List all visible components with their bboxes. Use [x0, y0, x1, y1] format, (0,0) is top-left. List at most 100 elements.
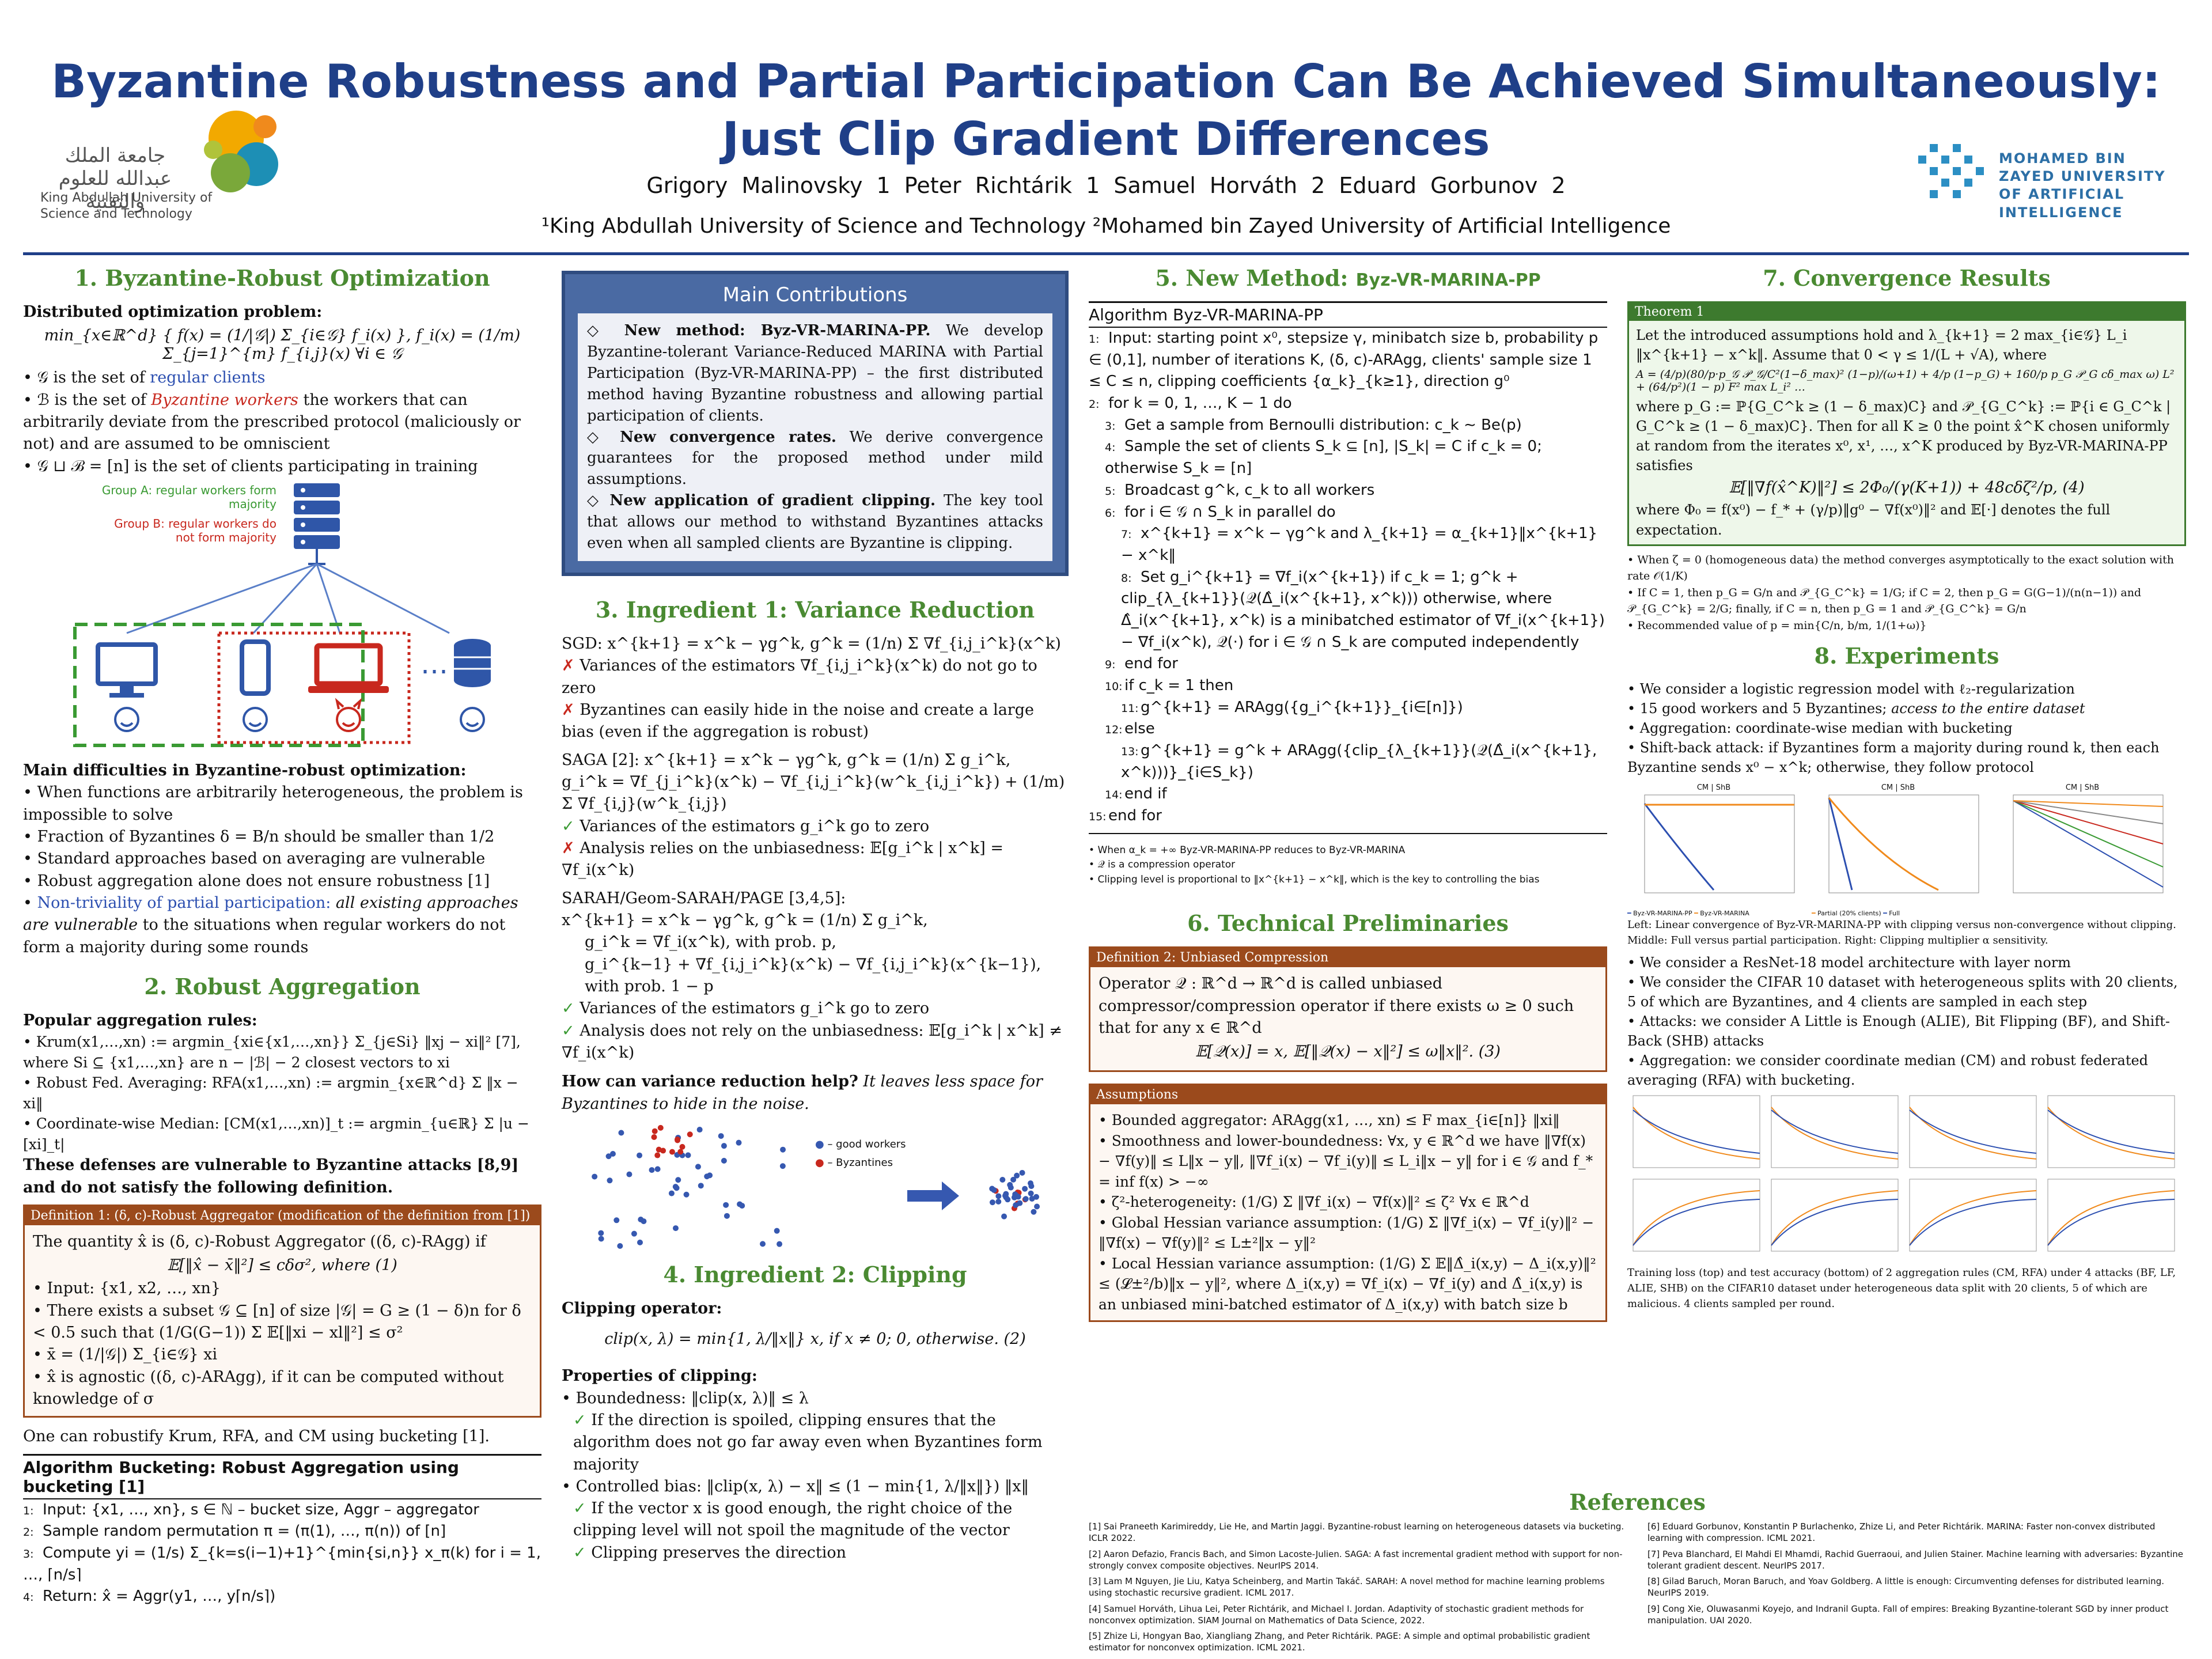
saga-con: ✗ Analysis relies on the unbiasedness: 𝔼… [562, 839, 1004, 880]
assumption-4-text: Global Hessian variance assumption: (1/G… [1099, 1214, 1594, 1252]
experiment-2-text: 15 good workers and 5 Byzantines; [1639, 700, 1892, 717]
sgd-line: SGD: x^{k+1} = x^k − γg^k, g^k = (1/n) Σ… [562, 634, 1061, 653]
good-worker-dot [995, 1193, 1002, 1199]
noise-scatter-plot [592, 1124, 1040, 1249]
cifar-curve [1633, 1109, 1760, 1154]
plot-2-legend-0: Partial (20% clients) [1817, 909, 1881, 917]
difficulty-4: • Robust aggregation alone does not ensu… [23, 872, 490, 890]
reference-3: [3] Lam M Nguyen, Jie Liu, Katya Scheinb… [1089, 1576, 1605, 1599]
marina-note-3-text: Clipping level is proportional to ‖x^{k+… [1097, 873, 1540, 885]
bucketing-line-1: 1:Input: {x1, …, xn}, s ∈ ℕ – bucket siz… [23, 1501, 479, 1518]
arrow-icon [907, 1181, 959, 1210]
convergence-note-3: • Recommended value of p = min{C/n, b/m,… [1627, 619, 1927, 632]
plot-2-svg [1828, 794, 1979, 893]
good-worker-dot [649, 1166, 655, 1173]
line-number: 4: [1105, 441, 1116, 454]
good-worker-dot [618, 1130, 624, 1136]
line-number: 7: [1121, 528, 1132, 541]
group-b-box [217, 631, 411, 744]
marina-line-6: 6:for i ∈ 𝒢 ∩ S_k in parallel do [1089, 502, 1607, 524]
cifar-plot-frame [2047, 1095, 2175, 1168]
cifar-plots-grid [1633, 1095, 2175, 1252]
main-contributions-box: Main Contributions ◇ New method: Byz-VR-… [562, 271, 1069, 576]
marina-line-text: end for [1124, 655, 1178, 673]
poster-title-line2: Just Clip Gradient Differences [722, 112, 1490, 166]
bucketing-algorithm-title: Algorithm Bucketing: Robust Aggregation … [23, 1453, 541, 1499]
marina-line-2: 2:for k = 0, 1, …, K − 1 do [1089, 393, 1607, 415]
smiley-icons [114, 706, 485, 732]
logreg-caption: Left: Linear convergence of Byz-VR-MARIN… [1627, 918, 2176, 946]
good-worker-dot [723, 1202, 729, 1208]
section-5-title-text: 5. New Method: [1155, 265, 1356, 291]
byzantine-dot [677, 1149, 684, 1155]
theorem-1-box: Theorem 1 Let the introduced assumptions… [1627, 301, 2186, 546]
good-worker-dot [1010, 1176, 1017, 1183]
plot-3-svg [2013, 794, 2164, 893]
section-2-title: 2. Robust Aggregation [144, 973, 421, 999]
good-worker-dot [626, 1171, 632, 1177]
marina-note-1: • When α_k = +∞ Byz-VR-MARINA-PP reduces… [1089, 844, 1406, 856]
sgd-con-2: ✗ Byzantines can easily hide in the nois… [562, 700, 1034, 741]
definition-1-formula: 𝔼[‖x̂ − x̄‖²] ≤ cδσ², where (1) [167, 1256, 397, 1275]
bullet2-highlight: Byzantine workers [151, 391, 298, 409]
saga-line: SAGA [2]: x^{k+1} = x^k − γg^k, g^k = (1… [562, 751, 1011, 769]
assumption-5-text: Local Hessian variance assumption: (1/G)… [1099, 1255, 1596, 1313]
laptop-icon [308, 643, 389, 693]
definition-1-bullet-1: • Input: {x1, x2, …, xn} [33, 1279, 221, 1298]
saga-pro: ✓ Variances of the estimators g_i^k go t… [562, 817, 930, 835]
good-worker-dot [1019, 1169, 1025, 1176]
svg-text:…: … [421, 648, 448, 680]
desktop-icon [96, 642, 158, 698]
reference-6: [6] Eduard Gorbunov, Konstantin P Burlac… [1647, 1521, 2156, 1544]
server-icon [294, 483, 340, 565]
experiment-5-text: We consider a ResNet-18 model architectu… [1639, 954, 2071, 971]
contribution-3: ◇ New application of gradient clipping. … [587, 492, 1044, 552]
definition-2-formula: 𝔼[𝒬(x)] = x, 𝔼[‖𝒬(x) − x‖²] ≤ ω‖x‖². (3) [1195, 1043, 1501, 1061]
cifar-curve [1771, 1190, 1899, 1246]
difficulty-2-text: Fraction of Byzantines δ = B/n should be… [37, 827, 495, 846]
rules-title: Popular aggregation rules: [23, 1011, 257, 1029]
definition-2-text: Operator 𝒬 : ℝ^d → ℝ^d is called unbiase… [1099, 975, 1574, 1037]
byzantine-dot [654, 1152, 661, 1158]
sarah-title: SARAH/Geom-SARAH/PAGE [3,4,5]: [562, 889, 846, 907]
plot-3-title: CM | ShB [2065, 783, 2100, 792]
difficulty-5: • Non-triviality of partial participatio… [23, 893, 518, 956]
section-3-title: 3. Ingredient 1: Variance Reduction [595, 596, 1035, 623]
marina-line-text: Input: starting point x⁰, stepsize γ, mi… [1089, 329, 1599, 391]
line-number: 6: [1105, 506, 1116, 520]
plot-2-legend-1: Full [1889, 909, 1900, 917]
byzantine-dot [660, 1147, 666, 1154]
good-worker-dot [598, 1230, 604, 1236]
prop-3-pro: ✓ Clipping preserves the direction [573, 1543, 847, 1562]
poster-authors: Grigory Malinovsky 1 Peter Richtárik 1 S… [646, 173, 1566, 198]
bullet-regular-clients: • 𝒢 is the set of regular clients [23, 369, 266, 387]
plot-clip-multiplier: CM | ShB [1996, 783, 2169, 917]
sgd-con-2-text: Byzantines can easily hide in the noise … [562, 700, 1034, 741]
references-section: References [1] Sai Praneeth Karimireddy,… [1089, 1489, 2186, 1658]
contribution-2-text: We derive convergence guarantees for the… [587, 428, 1043, 488]
line-number: 5: [1105, 484, 1116, 498]
section-4-title: 4. Ingredient 2: Clipping [663, 1261, 967, 1287]
column-1: 1. Byzantine-Robust Optimization Distrib… [23, 265, 541, 1608]
good-worker-dot [779, 1163, 786, 1169]
assumption-3-text: ζ²-heterogeneity: (1/G) Σ ‖∇f_i(x) − ∇f(… [1111, 1194, 1529, 1211]
good-worker-dot [718, 1132, 724, 1139]
difficulty-3: • Standard approaches based on averaging… [23, 850, 486, 868]
cifar-curve [1909, 1109, 2037, 1154]
sarah-pro-2: ✓ Analysis does not rely on the unbiased… [562, 1021, 1062, 1062]
experiment-7-text: Attacks: we consider A Little is Enough … [1627, 1013, 2170, 1049]
section-5-method: Byz-VR-MARINA-PP [1355, 270, 1541, 290]
definition-1-bullet-2: • There exists a subset 𝒢 ⊆ [n] of size … [33, 1301, 521, 1342]
good-worker-dot [698, 1183, 704, 1189]
sgd-con-1-text: Variances of the estimators ∇f_{i,j_i^k}… [562, 657, 1037, 697]
marina-line-text: Get a sample from Bernoulli distribution… [1124, 416, 1522, 434]
bucketing-line-2: 2:Sample random permutation π = (π(1), …… [23, 1522, 446, 1540]
byzantine-dot [669, 1149, 675, 1155]
line-number: 8: [1121, 571, 1132, 585]
kaust-logo: جامعة الملك عبدالله للعلوم والتقنية King… [40, 104, 288, 230]
marina-line-text: end if [1124, 785, 1167, 803]
references-left: [1] Sai Praneeth Karimireddy, Lie He, an… [1089, 1521, 1630, 1658]
assumptions-box: Assumptions • Bounded aggregator: ARAgg(… [1089, 1084, 1607, 1323]
prop-2-pro-text: If the vector x is good enough, the righ… [573, 1499, 1013, 1540]
bullet1-highlight: regular clients [150, 369, 266, 387]
